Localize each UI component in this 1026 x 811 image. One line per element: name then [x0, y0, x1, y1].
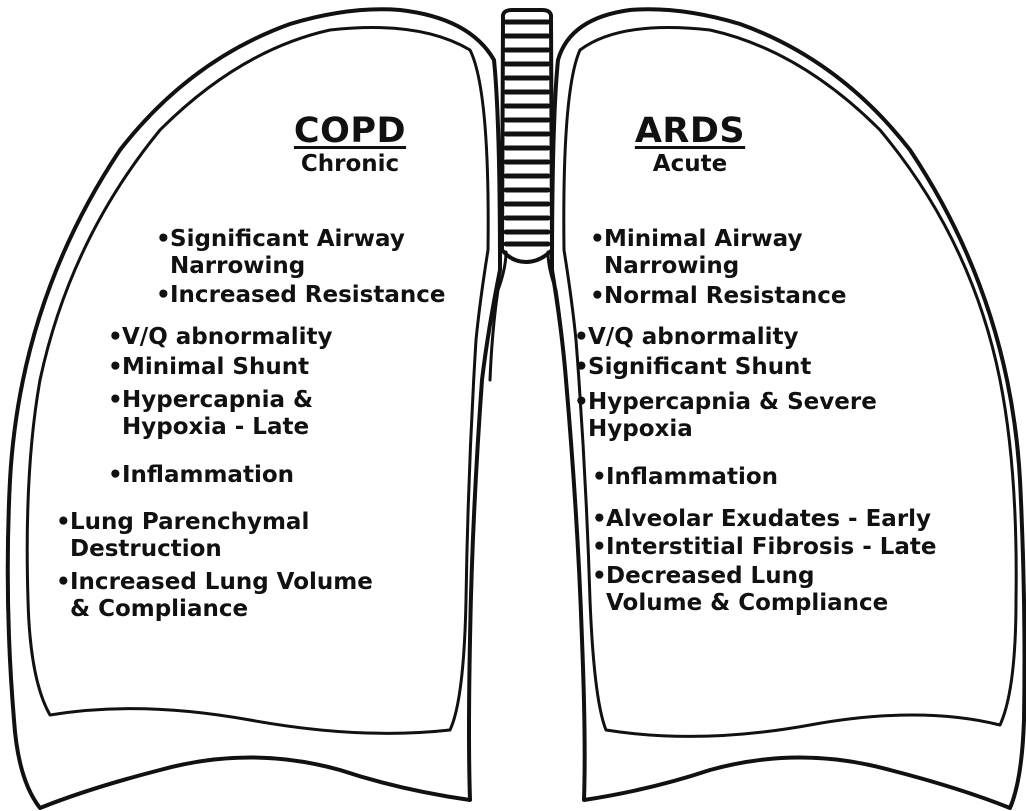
ards-heading: ARDS — [590, 112, 790, 150]
ards-item: •V/Q abnormality — [574, 324, 799, 351]
bullet-dot-icon: • — [56, 569, 70, 596]
bullet-dot-icon: • — [574, 389, 588, 416]
copd-item: •Minimal Shunt — [108, 354, 309, 381]
bullet-dot-icon: • — [108, 387, 122, 414]
bullet-dot-icon: • — [108, 462, 122, 489]
copd-item: •Hypercapnia &Hypoxia - Late — [108, 387, 313, 441]
ards-item: •Inflammation — [592, 464, 778, 491]
bullet-dot-icon: • — [592, 563, 606, 590]
bullet-dot-icon: • — [590, 226, 604, 253]
bullet-dot-icon: • — [156, 226, 170, 253]
ards-subtitle: Acute — [590, 150, 790, 178]
copd-item: •Inflammation — [108, 462, 294, 489]
bullet-dot-icon: • — [592, 506, 606, 533]
copd-item: •Increased Lung Volume& Compliance — [56, 569, 373, 623]
ards-item: •Alveolar Exudates - Early — [592, 506, 931, 533]
bullet-dot-icon: • — [108, 324, 122, 351]
bullet-dot-icon: • — [56, 509, 70, 536]
bullet-dot-icon: • — [592, 464, 606, 491]
ards-title-block: ARDS Acute — [590, 112, 790, 178]
bullet-dot-icon: • — [156, 282, 170, 309]
bullet-dot-icon: • — [592, 534, 606, 561]
bullet-dot-icon: • — [574, 354, 588, 381]
bullet-dot-icon: • — [590, 283, 604, 310]
copd-item: •V/Q abnormality — [108, 324, 333, 351]
bullet-dot-icon: • — [108, 354, 122, 381]
copd-item: •Increased Resistance — [156, 282, 445, 309]
ards-item: •Interstitial Fibrosis - Late — [592, 534, 937, 561]
ards-item: •Significant Shunt — [574, 354, 811, 381]
copd-title-block: COPD Chronic — [250, 112, 450, 178]
bullet-dot-icon: • — [574, 324, 588, 351]
copd-subtitle: Chronic — [250, 150, 450, 178]
copd-heading: COPD — [250, 112, 450, 150]
ards-item: •Normal Resistance — [590, 283, 846, 310]
